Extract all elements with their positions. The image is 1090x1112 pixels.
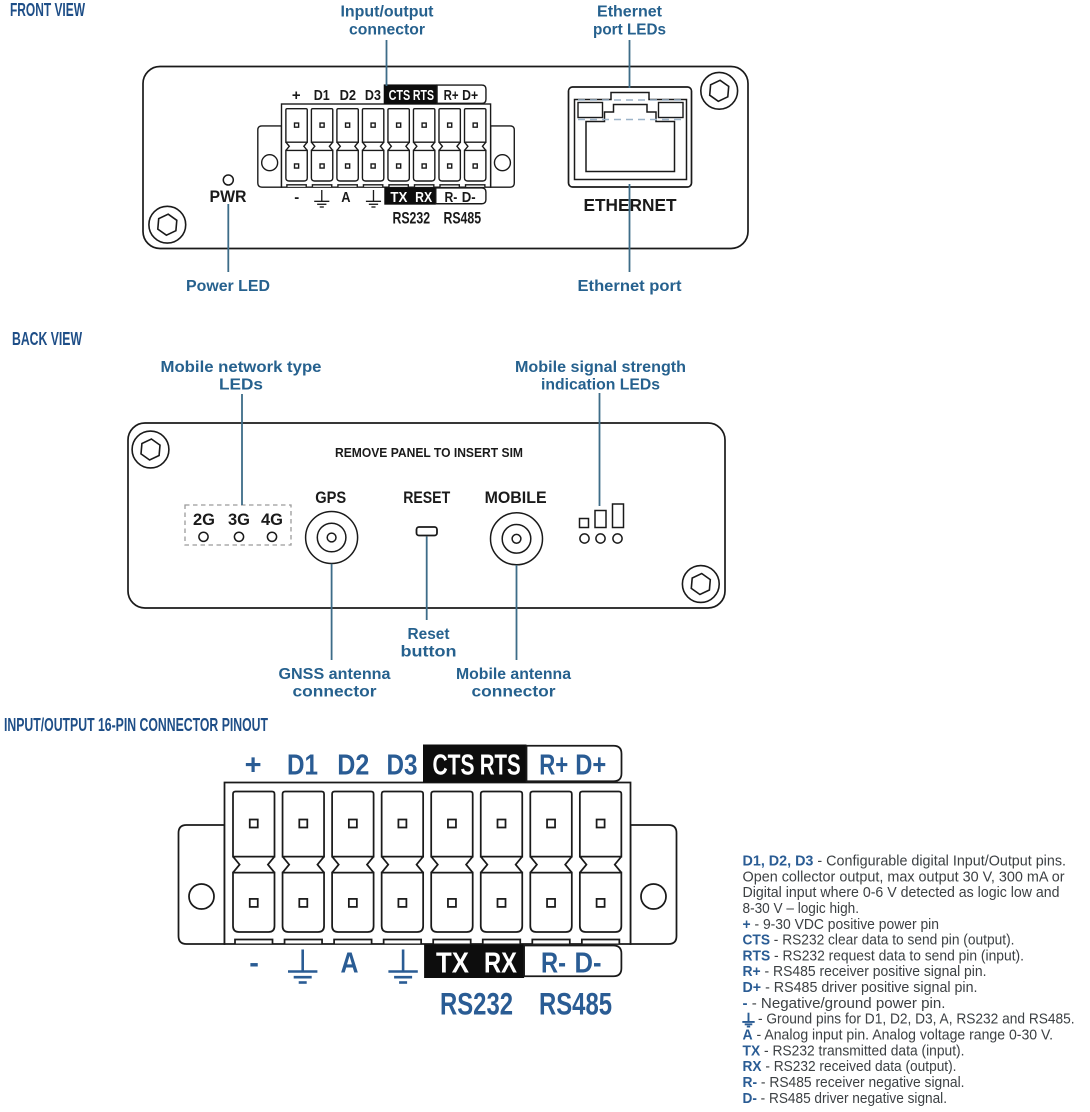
svg-text:8-30 V – logic high.: 8-30 V – logic high. bbox=[743, 901, 860, 917]
svg-text:RS232: RS232 bbox=[392, 209, 430, 227]
svg-text:D+ - RS485 driver positive sig: D+ - RS485 driver positive signal pin. bbox=[743, 980, 978, 996]
svg-text:TX: TX bbox=[390, 189, 407, 206]
svg-text:LEDs: LEDs bbox=[219, 377, 263, 394]
svg-text:D-: D- bbox=[575, 948, 602, 980]
svg-text:connector: connector bbox=[349, 22, 425, 39]
svg-text:D- - RS485 driver negative sig: D- - RS485 driver negative signal. bbox=[743, 1091, 948, 1107]
svg-text:CTS: CTS bbox=[389, 87, 411, 104]
svg-text:Input/output: Input/output bbox=[341, 4, 434, 21]
svg-text:RTS: RTS bbox=[480, 749, 521, 781]
svg-text:PWR: PWR bbox=[210, 187, 247, 206]
svg-text:-: - bbox=[249, 948, 259, 980]
svg-text:TX: TX bbox=[436, 948, 470, 980]
svg-text:Digital input where 0-6 V dete: Digital input where 0-6 V detected as lo… bbox=[743, 885, 1060, 901]
svg-text:RTS - RS232 request data to se: RTS - RS232 request data to send pin (in… bbox=[743, 948, 1025, 964]
svg-text:RS485: RS485 bbox=[539, 985, 612, 1021]
svg-text:A: A bbox=[341, 948, 359, 980]
svg-text:R- - RS485 receiver negative s: R- - RS485 receiver negative signal. bbox=[743, 1075, 965, 1091]
svg-text:button: button bbox=[401, 644, 457, 661]
svg-text:RX: RX bbox=[484, 948, 518, 980]
svg-text:RS232: RS232 bbox=[440, 985, 513, 1021]
svg-text:connector: connector bbox=[472, 684, 556, 701]
svg-text:BACK VIEW: BACK VIEW bbox=[12, 328, 82, 349]
svg-text:-: - bbox=[294, 189, 299, 206]
svg-text:3G: 3G bbox=[228, 511, 250, 529]
svg-text:4G: 4G bbox=[261, 511, 283, 529]
svg-text:+ - 9-30 VDC positive power pi: + - 9-30 VDC positive power pin bbox=[743, 917, 940, 933]
svg-text:indication LEDs: indication LEDs bbox=[541, 377, 660, 394]
svg-text:Ethernet: Ethernet bbox=[597, 4, 662, 21]
svg-text:RTS: RTS bbox=[413, 87, 434, 104]
svg-text:Mobile network type: Mobile network type bbox=[161, 359, 322, 376]
svg-text:Ethernet port: Ethernet port bbox=[578, 278, 682, 295]
svg-text:R+: R+ bbox=[539, 749, 568, 781]
svg-text:- Ground pins for D1, D2, D3,: - Ground pins for D1, D2, D3, A, RS232 a… bbox=[758, 1012, 1075, 1028]
svg-text:MOBILE: MOBILE bbox=[485, 489, 547, 507]
svg-text:2G: 2G bbox=[193, 511, 215, 529]
svg-text:connector: connector bbox=[293, 684, 377, 701]
svg-text:- - Negative/ground power pin.: - - Negative/ground power pin. bbox=[743, 996, 946, 1012]
svg-text:INPUT/OUTPUT 16-PIN CONNECTOR: INPUT/OUTPUT 16-PIN CONNECTOR PINOUT bbox=[4, 714, 268, 735]
svg-text:RX: RX bbox=[415, 189, 432, 206]
svg-text:TX - RS232 transmitted data (i: TX - RS232 transmitted data (input). bbox=[743, 1043, 965, 1059]
svg-text:D-: D- bbox=[462, 189, 476, 206]
svg-text:R-: R- bbox=[444, 189, 457, 206]
svg-text:Mobile antenna: Mobile antenna bbox=[456, 666, 571, 683]
svg-text:GPS: GPS bbox=[315, 489, 346, 507]
svg-text:A - Analog input pin. Analog v: A - Analog input pin. Analog voltage ran… bbox=[743, 1028, 1054, 1044]
svg-text:D3: D3 bbox=[387, 749, 418, 781]
svg-text:D1: D1 bbox=[287, 749, 318, 781]
svg-text:R+ - RS485 receiver positive s: R+ - RS485 receiver positive signal pin. bbox=[743, 964, 987, 980]
svg-text:GNSS antenna: GNSS antenna bbox=[279, 666, 391, 683]
svg-text:RESET: RESET bbox=[403, 489, 450, 507]
svg-text:CTS - RS232 clear data to send: CTS - RS232 clear data to send pin (outp… bbox=[743, 933, 1015, 949]
svg-text:A: A bbox=[341, 189, 350, 206]
svg-text:R+: R+ bbox=[444, 87, 459, 104]
svg-text:RX - RS232 received data (outp: RX - RS232 received data (output). bbox=[743, 1059, 957, 1075]
svg-text:REMOVE PANEL TO INSERT SIM: REMOVE PANEL TO INSERT SIM bbox=[335, 445, 523, 460]
svg-text:D1: D1 bbox=[314, 87, 330, 104]
svg-text:D3: D3 bbox=[365, 87, 381, 104]
svg-text:RS485: RS485 bbox=[443, 209, 481, 227]
svg-text:D+: D+ bbox=[462, 87, 478, 104]
svg-text:D1, D2, D3 - Configurable digi: D1, D2, D3 - Configurable digital Input/… bbox=[743, 854, 1067, 870]
svg-text:CTS: CTS bbox=[433, 749, 475, 781]
svg-text:D2: D2 bbox=[337, 749, 369, 781]
svg-text:Power LED: Power LED bbox=[186, 278, 270, 295]
svg-text:D+: D+ bbox=[575, 749, 606, 781]
svg-text:Mobile signal strength: Mobile signal strength bbox=[515, 359, 686, 376]
svg-text:Open collector output, max out: Open collector output, max output 30 V, … bbox=[743, 869, 1065, 885]
svg-text:D2: D2 bbox=[340, 87, 356, 104]
svg-text:Reset: Reset bbox=[408, 626, 450, 643]
svg-text:+: + bbox=[245, 749, 262, 781]
svg-text:FRONT VIEW: FRONT VIEW bbox=[10, 0, 85, 20]
svg-text:R-: R- bbox=[541, 948, 566, 980]
svg-text:+: + bbox=[292, 87, 301, 104]
svg-text:port LEDs: port LEDs bbox=[593, 22, 666, 39]
